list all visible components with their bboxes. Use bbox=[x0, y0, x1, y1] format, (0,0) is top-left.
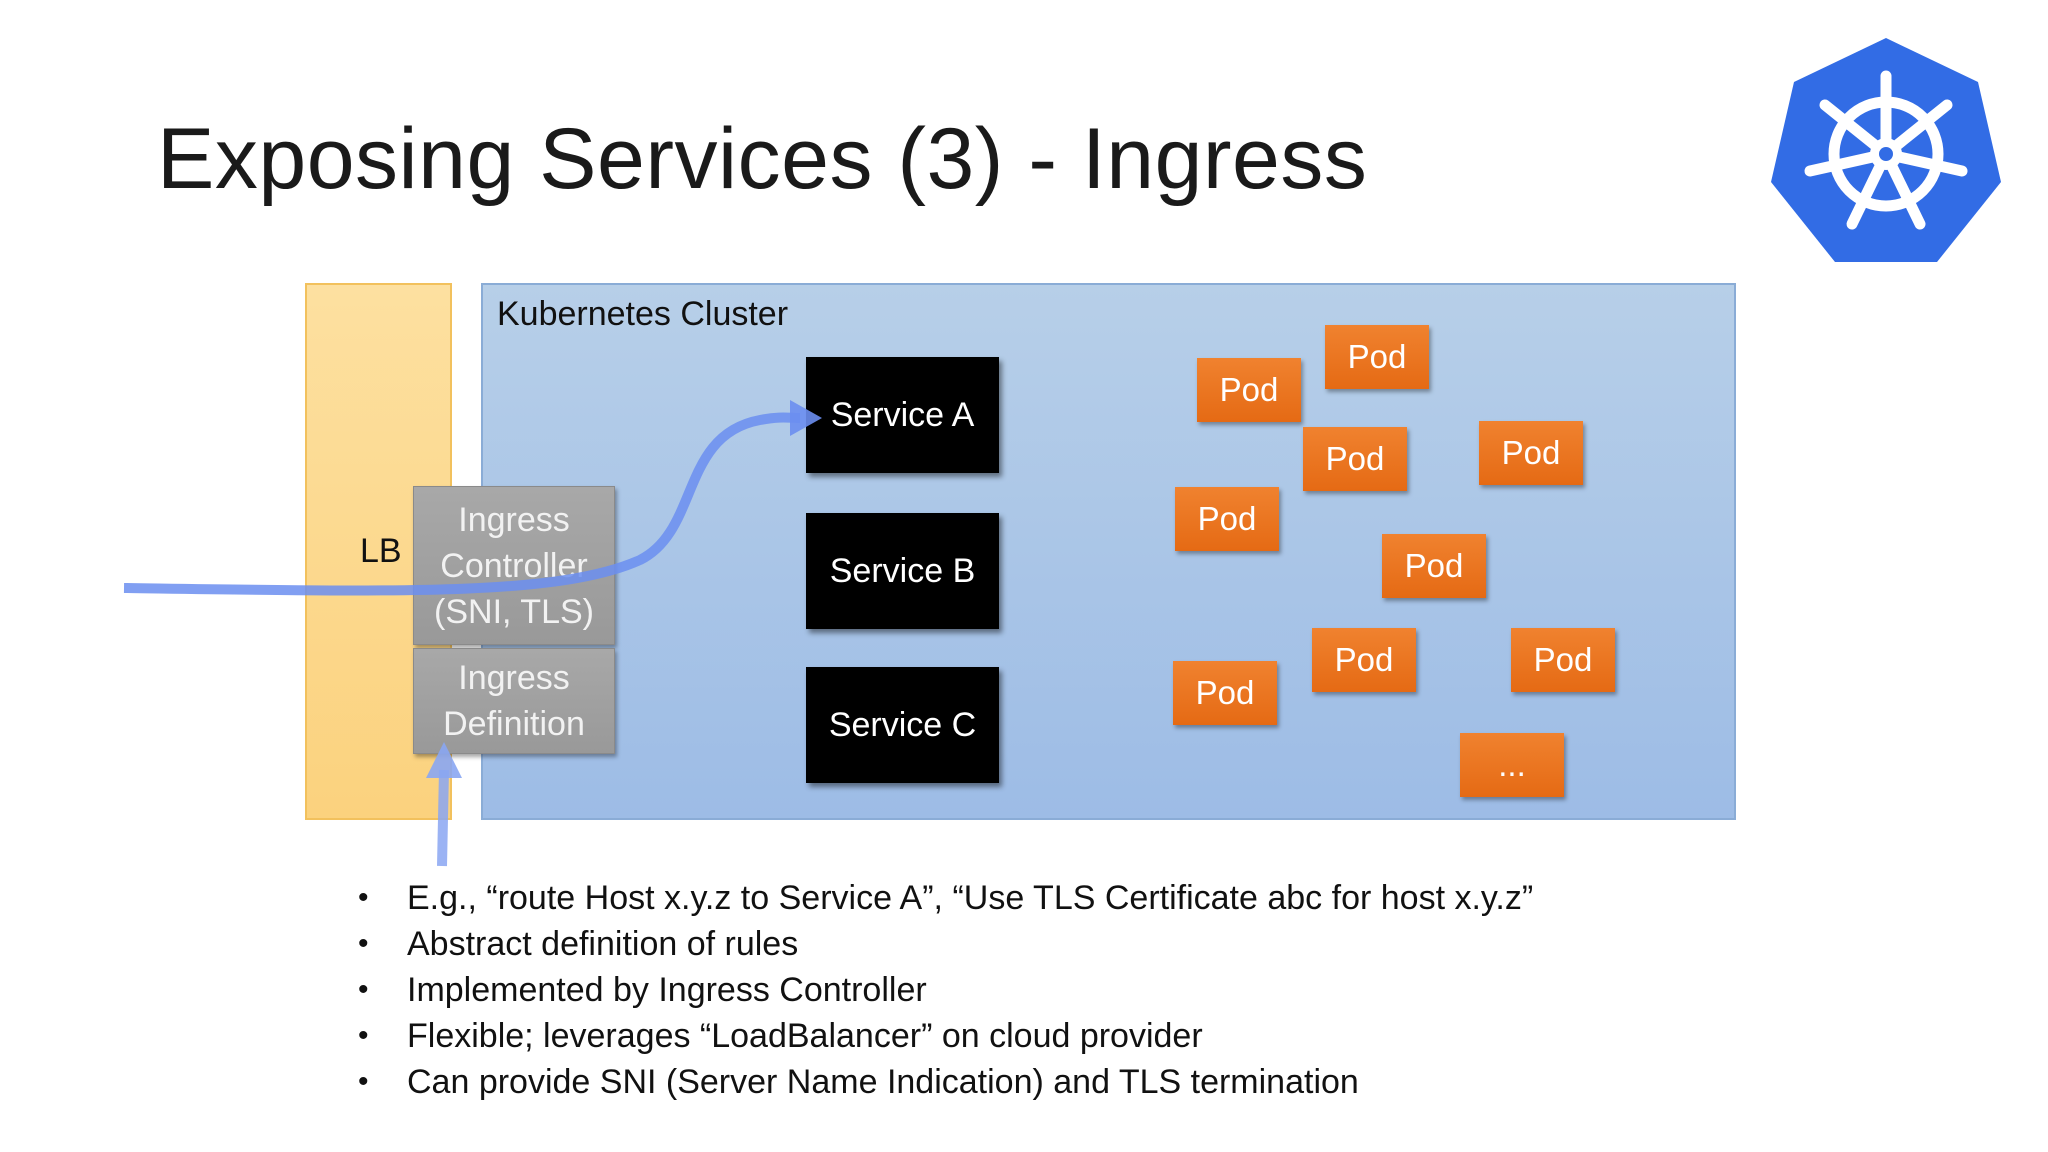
bullet-dot: • bbox=[358, 1019, 369, 1052]
service-box: Service C bbox=[806, 667, 999, 783]
pod-box: Pod bbox=[1511, 628, 1615, 692]
pod-box: Pod bbox=[1312, 628, 1416, 692]
bullet-item: • E.g., “route Host x.y.z to Service A”, … bbox=[356, 875, 1533, 921]
bullet-dot: • bbox=[358, 927, 369, 960]
slide-title: Exposing Services (3) - Ingress bbox=[157, 111, 1368, 207]
bullet-item: • Implemented by Ingress Controller bbox=[356, 967, 1533, 1013]
service-box: Service A bbox=[806, 357, 999, 473]
pod-box: Pod bbox=[1479, 421, 1583, 485]
bullet-text: Can provide SNI (Server Name Indication)… bbox=[407, 1063, 1359, 1101]
pod-box: ... bbox=[1460, 733, 1564, 797]
ingress-controller-box: Ingress Controller (SNI, TLS) bbox=[413, 486, 615, 645]
bullet-text: Flexible; leverages “LoadBalancer” on cl… bbox=[407, 1017, 1203, 1055]
bullet-dot: • bbox=[358, 973, 369, 1006]
pod-box: Pod bbox=[1382, 534, 1486, 598]
cluster-label: Kubernetes Cluster bbox=[497, 295, 789, 333]
bullet-dot: • bbox=[358, 1065, 369, 1098]
ingress-controller-line: Controller bbox=[440, 547, 588, 585]
bullet-item: • Abstract definition of rules bbox=[356, 921, 1533, 967]
bullet-item: • Can provide SNI (Server Name Indication… bbox=[356, 1059, 1533, 1105]
ingress-definition-box: Ingress Definition bbox=[413, 648, 615, 754]
lb-label: LB bbox=[360, 532, 402, 570]
bullet-list: • E.g., “route Host x.y.z to Service A”, … bbox=[356, 875, 1533, 1105]
pod-box: Pod bbox=[1173, 661, 1277, 725]
pod-box: Pod bbox=[1175, 487, 1279, 551]
bullet-text: E.g., “route Host x.y.z to Service A”, “… bbox=[407, 879, 1534, 917]
bullet-dot: • bbox=[358, 881, 369, 914]
ingress-definition-line: Definition bbox=[443, 705, 585, 743]
bullet-text: Implemented by Ingress Controller bbox=[407, 971, 927, 1009]
kubernetes-helm-icon bbox=[1771, 38, 2001, 262]
ingress-controller-line: Ingress bbox=[458, 501, 570, 539]
ingress-controller-line: (SNI, TLS) bbox=[434, 593, 594, 631]
ingress-definition-line: Ingress bbox=[458, 659, 570, 697]
bullet-item: • Flexible; leverages “LoadBalancer” on c… bbox=[356, 1013, 1533, 1059]
service-box: Service B bbox=[806, 513, 999, 629]
pod-box: Pod bbox=[1325, 325, 1429, 389]
pod-box: Pod bbox=[1197, 358, 1301, 422]
bullet-text: Abstract definition of rules bbox=[407, 925, 799, 963]
pod-box: Pod bbox=[1303, 427, 1407, 491]
